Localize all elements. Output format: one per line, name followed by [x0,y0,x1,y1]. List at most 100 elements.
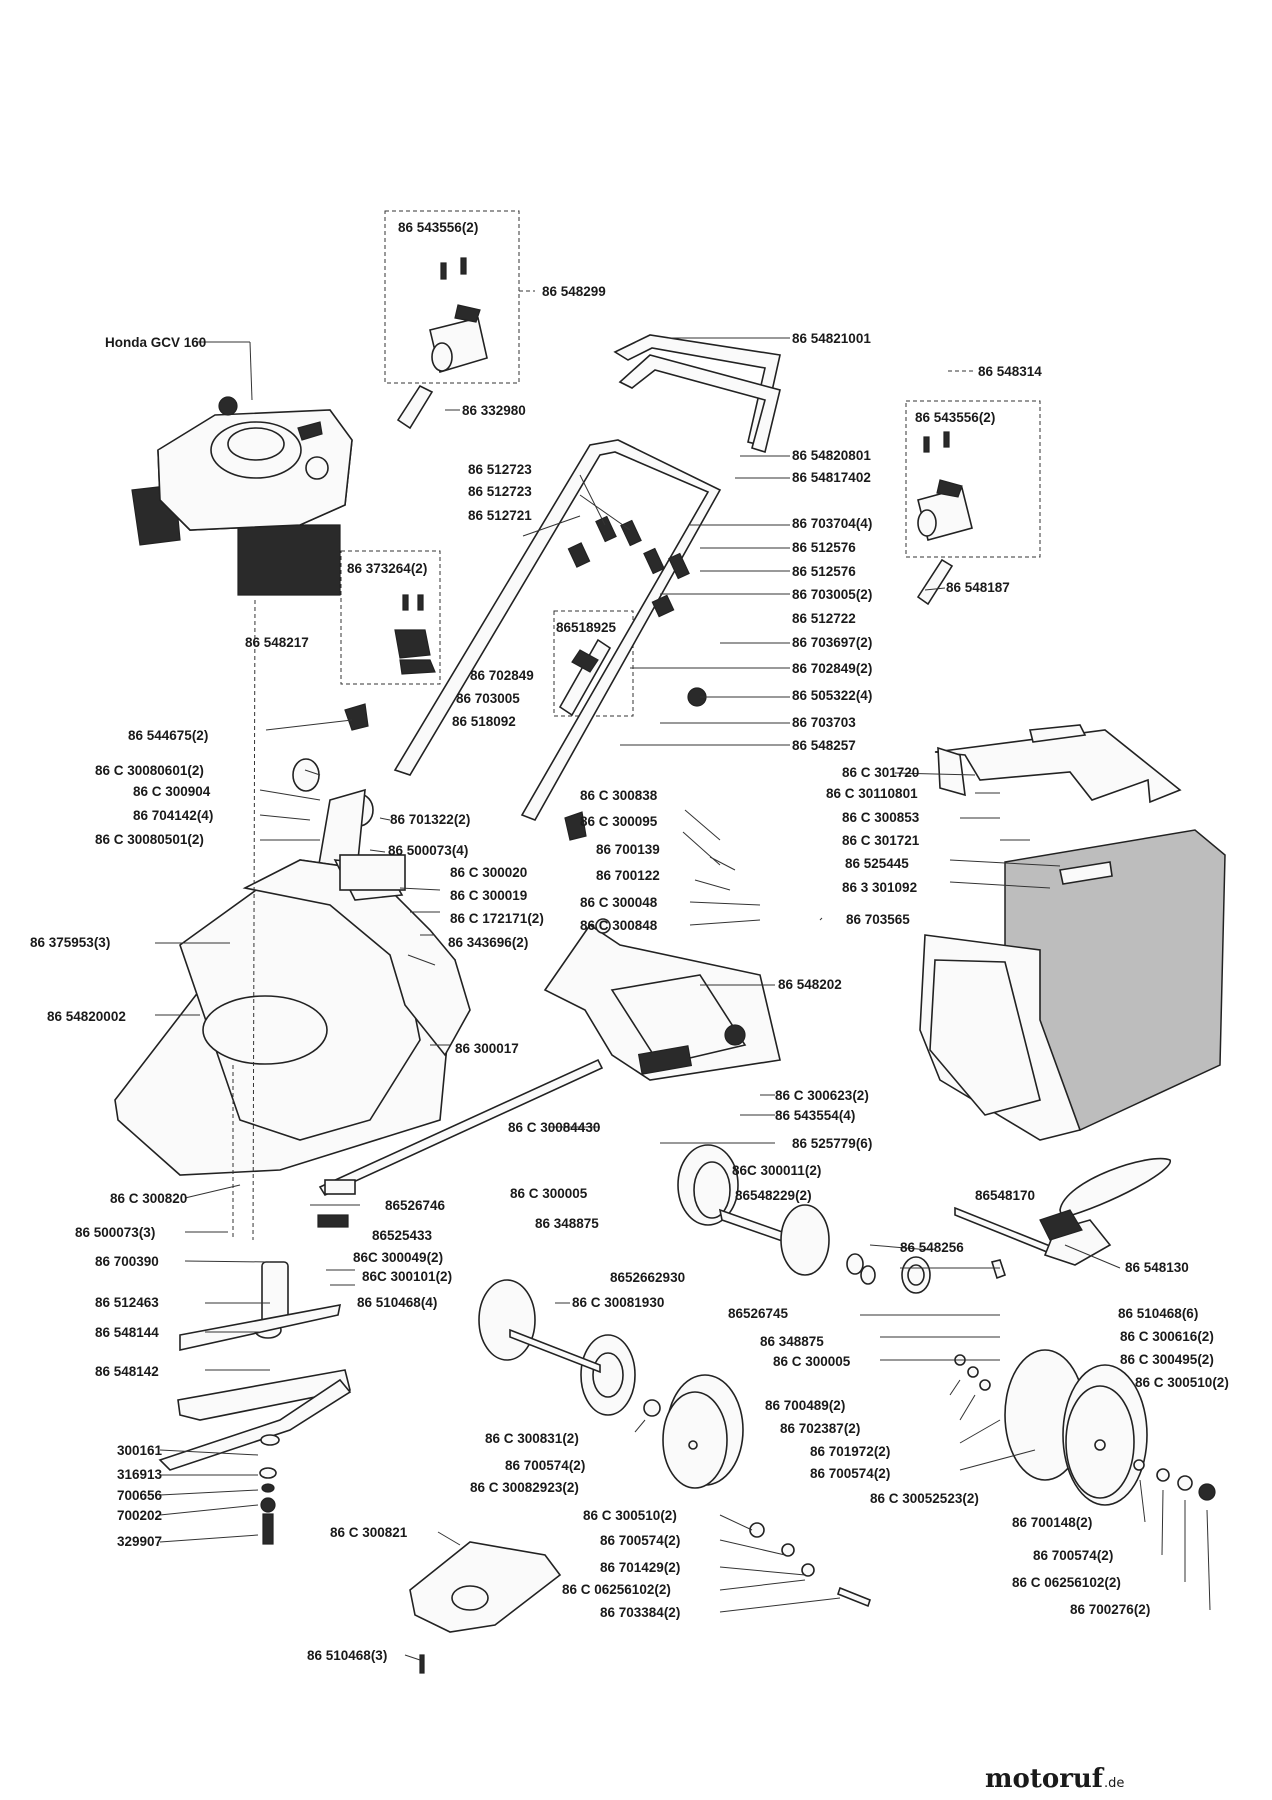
label-l55: 86 548202 [778,977,842,992]
label-l17: 86 373264(2) [347,561,427,576]
label-l95: 86 700574(2) [810,1466,890,1481]
label-l02: 86 548299 [542,284,606,299]
label-l56: 86 300017 [455,1041,519,1056]
label-l80: 86 510468(6) [1118,1306,1198,1321]
label-l62: 86C 300011(2) [732,1163,821,1178]
label-l61: 86 C 300005 [510,1186,588,1201]
label-l01: 86 543556(2) [398,220,478,235]
label-l19: 86 548217 [245,635,309,650]
rear-left-wheel-hub [677,1144,876,1285]
label-l05: 86 548314 [978,364,1042,379]
label-l46: 86 C 300048 [580,895,658,910]
front-wheel-axle [478,1279,636,1416]
rear-axle-rod [318,1058,604,1197]
engine-honda-gcv160 [131,396,353,596]
label-l23: 86 702849 [470,668,534,683]
label-l104: 86 C 300821 [330,1525,408,1540]
axle-bracket [317,1214,349,1228]
watermark-brand: motoruf [985,1764,1105,1794]
label-l60: 86 525779(6) [792,1136,872,1151]
watermark: motoruf .de [985,1764,1124,1794]
gear-selector-right [916,431,973,606]
leader-lines [155,290,1211,1661]
label-l67: 86526746 [385,1198,446,1213]
label-l10: 86 512723 [468,484,532,499]
label-l03: 86 54821001 [792,331,871,346]
group-box-lever [553,610,634,717]
label-l06: 86 543556(2) [915,410,995,425]
label-l102: 86 700574(2) [600,1533,680,1548]
label-l105: 86 701429(2) [600,1560,680,1575]
label-l31: 86 C 300904 [133,784,211,799]
label-l30: 86 C 30080601(2) [95,763,204,778]
label-l34: 86 701322(2) [390,812,470,827]
group-box-gear-selector-right [905,400,1041,558]
label-l32: 86 704142(4) [133,808,213,823]
label-l51: 86 C 172171(2) [450,911,544,926]
grass-catcher [919,724,1226,1141]
label-l69: 86 500073(3) [75,1225,155,1240]
label-l39: 86 C 301721 [842,833,920,848]
label-l96: 700656 [117,1488,163,1503]
label-l103: 86 700148(2) [1012,1515,1092,1530]
label-l101: 329907 [117,1534,162,1549]
engine-label: Honda GCV 160 [105,335,206,350]
label-l22: 86 702849(2) [792,661,872,676]
label-l97: 86 C 30082923(2) [470,1480,579,1495]
label-l82: 86 C 300616(2) [1120,1329,1214,1344]
label-l77: 86 512463 [95,1295,159,1310]
label-l48: 86 703565 [846,912,910,927]
label-l26: 86 505322(4) [792,688,872,703]
label-l38: 86 C 300853 [842,810,920,825]
part-labels: Honda GCV 160 86 543556(2) 86 548299 86 … [30,220,1229,1663]
label-l79: 86526745 [728,1306,789,1321]
label-l42: 86 C 300838 [580,788,658,803]
label-l87: 86 C 300510(2) [1135,1375,1229,1390]
label-l107: 86 C 06256102(2) [562,1582,671,1597]
label-l72: 86C 300101(2) [362,1269,452,1284]
label-l15: 86 703005(2) [792,587,872,602]
group-box-clamp [340,550,441,685]
handle-assembly [393,334,781,821]
drive-belt [1059,1157,1171,1219]
label-l53: 86 375953(3) [30,935,110,950]
rear-right-wheel [901,1256,1148,1506]
label-l04: 86 332980 [462,403,526,418]
label-l28: 86 548257 [792,738,856,753]
label-l27: 86 703703 [792,715,856,730]
label-l14: 86 512576 [792,564,856,579]
label-l24: 86 703005 [456,691,520,706]
label-l13: 86 512576 [792,540,856,555]
label-l83: 86 348875 [760,1334,824,1349]
label-l74: 86 548256 [900,1240,964,1255]
label-l88: 86 700489(2) [765,1398,845,1413]
label-l57: 86 C 300623(2) [775,1088,869,1103]
wheel-small-parts [749,1354,1216,1608]
label-l25: 86 518092 [452,714,516,729]
label-l94: 86 700574(2) [505,1458,585,1473]
label-l111: 86 510468(3) [307,1648,387,1663]
front-wheel [643,1374,744,1489]
label-l49: 86 C 300020 [450,865,527,880]
label-l20: 86518925 [556,620,617,635]
label-l07: 86 54820801 [792,448,871,463]
label-l100: 86 C 300510(2) [583,1508,677,1523]
label-l33: 86 C 30080501(2) [95,832,204,847]
label-l89: 86 702387(2) [780,1421,860,1436]
label-l43: 86 C 300095 [580,814,658,829]
mulch-plate [409,1541,562,1674]
blade-assembly [158,1261,352,1545]
label-l40: 86 525445 [845,856,909,871]
label-l08: 86 54817402 [792,470,871,485]
label-l78: 86 C 30081930 [572,1295,664,1310]
label-l47: 86 C 300848 [580,918,658,933]
label-l09: 86 512723 [468,462,532,477]
label-l84: 86 C 300495(2) [1120,1352,1214,1367]
label-l21: 86 703697(2) [792,635,872,650]
label-l76: 86 510468(4) [357,1295,437,1310]
label-l50: 86 C 300019 [450,888,527,903]
label-l81: 86 548144 [95,1325,159,1340]
label-l45: 86 700122 [596,868,660,883]
label-l108: 86 C 06256102(2) [1012,1575,1121,1590]
